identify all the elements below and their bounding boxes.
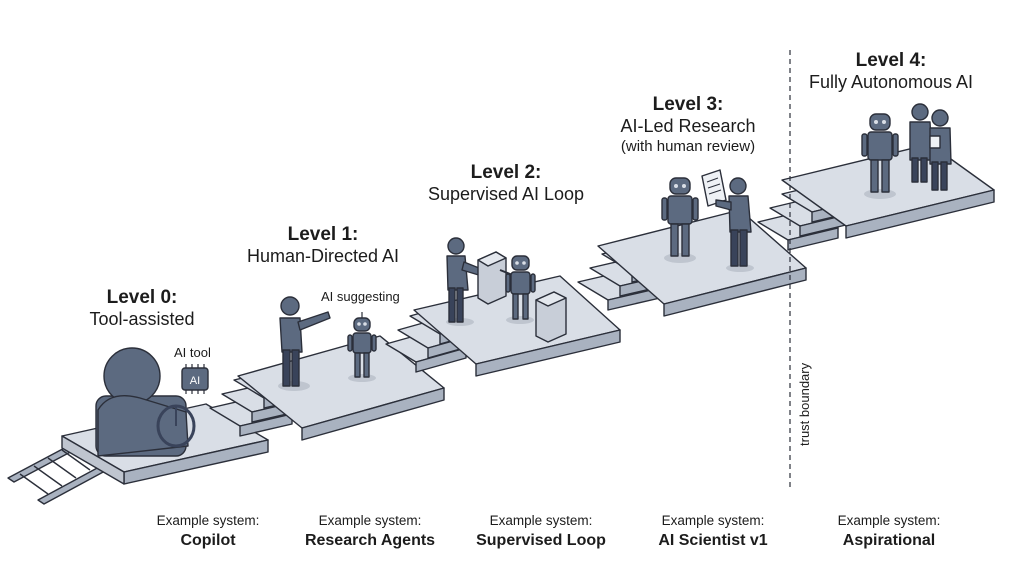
- ai-tool-label: AI tool: [174, 345, 211, 360]
- example-system-3-prefix: Example system:: [661, 513, 765, 528]
- level-4-title: Level 4:: [855, 50, 927, 71]
- example-system-3: Example system: AI Scientist v1: [628, 512, 798, 552]
- level-1-title: Level 1:: [287, 224, 359, 245]
- human-pair-figure: [909, 103, 952, 191]
- trust-boundary-label: trust boundary: [797, 362, 812, 446]
- robot-level-3-figure: [661, 177, 699, 263]
- level-2-title: Level 2:: [470, 162, 542, 183]
- human-reviewer-figure: [715, 177, 754, 272]
- human-driver-figure: [95, 347, 196, 457]
- example-system-1: Example system: Research Agents: [285, 512, 455, 552]
- example-system-1-name: Research Agents: [304, 532, 436, 550]
- document-icon: [701, 169, 727, 207]
- example-system-0: Example system: Copilot: [123, 512, 293, 552]
- example-system-1-prefix: Example system:: [318, 513, 422, 528]
- platform-level-1: [237, 335, 445, 441]
- robot-level-2-figure: [505, 255, 536, 324]
- robot-level-4-figure: [861, 113, 899, 199]
- ladder: [7, 443, 119, 505]
- level-2-subtitle: Supervised AI Loop: [427, 183, 585, 204]
- level-0-title: Level 0:: [106, 287, 178, 308]
- level-4-subtitle: Fully Autonomous AI: [808, 71, 974, 92]
- level-1-heading: Level 1: Human-Directed AI: [228, 224, 418, 267]
- example-system-2: Example system: Supervised Loop: [456, 512, 626, 552]
- ai-chip-label: AI: [190, 375, 200, 387]
- example-system-4-name: Aspirational: [842, 532, 936, 550]
- example-system-4-prefix: Example system:: [837, 513, 941, 528]
- example-system-0-prefix: Example system:: [156, 513, 260, 528]
- example-system-2-name: Supervised Loop: [476, 532, 606, 550]
- ai-suggesting-label: AI suggesting: [321, 289, 400, 304]
- level-4-heading: Level 4: Fully Autonomous AI: [796, 50, 986, 93]
- example-system-4: Example system: Aspirational: [804, 512, 974, 552]
- ai-chip-icon: AI: [181, 364, 209, 394]
- level-3-heading: Level 3: AI-Led Research (with human rev…: [598, 94, 778, 155]
- human-pointing-figure: [278, 296, 331, 391]
- small-robot-figure: [347, 312, 377, 382]
- example-system-2-prefix: Example system:: [489, 513, 593, 528]
- level-1-subtitle: Human-Directed AI: [246, 245, 400, 266]
- level-3-title: Level 3:: [652, 94, 724, 115]
- level-0-heading: Level 0: Tool-assisted: [72, 287, 212, 330]
- level-0-subtitle: Tool-assisted: [89, 308, 195, 329]
- platform-level-3: [597, 209, 807, 317]
- example-system-3-name: AI Scientist v1: [658, 532, 768, 550]
- level-3-subtitle: AI-Led Research: [620, 115, 756, 136]
- level-3-note: (with human review): [620, 137, 756, 155]
- example-system-0-name: Copilot: [180, 532, 236, 550]
- level-2-heading: Level 2: Supervised AI Loop: [416, 162, 596, 205]
